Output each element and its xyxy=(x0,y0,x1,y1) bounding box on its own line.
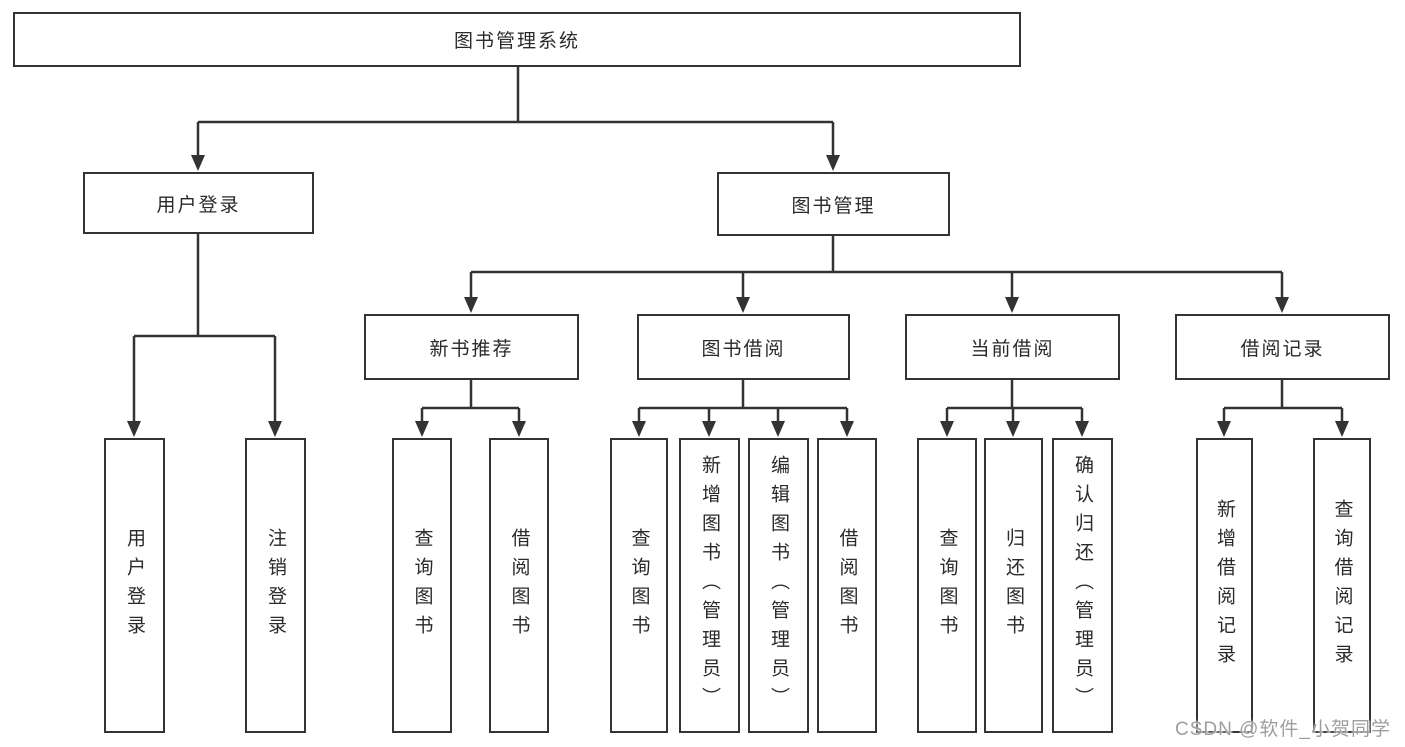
node-new-book-recommend: 新书推荐 xyxy=(364,314,579,380)
arrowhead xyxy=(702,421,716,437)
arrowhead xyxy=(1275,297,1289,313)
arrowhead xyxy=(1075,421,1089,437)
leaf-logout: 注销登录 xyxy=(245,438,306,733)
leaf-add-books-admin: 新增图书（管理员） xyxy=(679,438,740,733)
node-borrow-records: 借阅记录 xyxy=(1175,314,1390,380)
edges-user-login xyxy=(127,234,282,437)
arrowhead xyxy=(826,155,840,171)
node-book-borrow: 图书借阅 xyxy=(637,314,850,380)
arrowhead xyxy=(268,421,282,437)
leaf-return-books: 归还图书 xyxy=(984,438,1043,733)
arrowhead xyxy=(1006,421,1020,437)
node-book-management: 图书管理 xyxy=(717,172,950,236)
arrowhead xyxy=(940,421,954,437)
edges-book-management xyxy=(464,236,1289,313)
arrowhead xyxy=(127,421,141,437)
node-user-login: 用户登录 xyxy=(83,172,314,234)
leaf-add-borrow-record: 新增借阅记录 xyxy=(1196,438,1253,733)
leaf-recommend-borrow-books: 借阅图书 xyxy=(489,438,549,733)
arrowhead xyxy=(632,421,646,437)
arrowhead xyxy=(1005,297,1019,313)
edges-new-book-recommend xyxy=(415,380,526,437)
leaf-query-borrow-record: 查询借阅记录 xyxy=(1313,438,1371,733)
arrowhead xyxy=(736,297,750,313)
edges-book-borrow xyxy=(632,380,854,437)
node-current-borrow: 当前借阅 xyxy=(905,314,1120,380)
edges-borrow-records xyxy=(1217,380,1349,437)
arrowhead xyxy=(1217,421,1231,437)
leaf-edit-books-admin: 编辑图书（管理员） xyxy=(748,438,809,733)
leaf-borrow-query-books: 查询图书 xyxy=(610,438,668,733)
arrowhead xyxy=(191,155,205,171)
leaf-current-query-books: 查询图书 xyxy=(917,438,977,733)
arrowhead xyxy=(771,421,785,437)
arrowhead xyxy=(464,297,478,313)
arrowhead xyxy=(840,421,854,437)
arrowhead xyxy=(1335,421,1349,437)
leaf-confirm-return-admin: 确认归还（管理员） xyxy=(1052,438,1113,733)
arrowhead xyxy=(512,421,526,437)
arrowhead xyxy=(415,421,429,437)
leaf-recommend-query-books: 查询图书 xyxy=(392,438,452,733)
leaf-user-login: 用户登录 xyxy=(104,438,165,733)
node-root: 图书管理系统 xyxy=(13,12,1021,67)
csdn-watermark: CSDN @软件_小贺同学 xyxy=(1175,719,1391,740)
edges-current-borrow xyxy=(940,380,1089,437)
leaf-borrow-books: 借阅图书 xyxy=(817,438,877,733)
edges-root xyxy=(191,67,840,171)
